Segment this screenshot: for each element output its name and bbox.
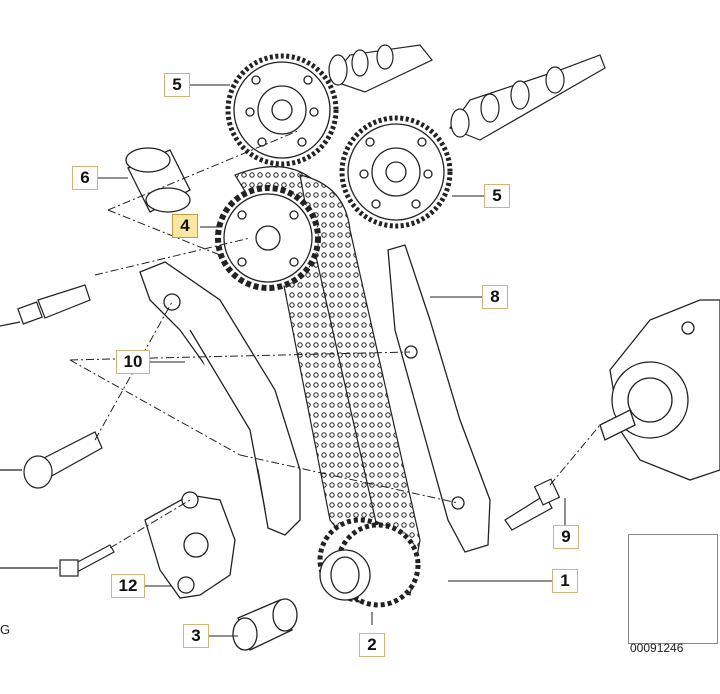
callout-label: 2: [367, 635, 377, 654]
callout-label: 5: [492, 186, 502, 205]
callout-label: 6: [80, 168, 90, 187]
callout-12[interactable]: 12: [111, 574, 145, 598]
camshaft-lower: [449, 54, 606, 141]
crankshaft-sprocket: [317, 517, 421, 608]
guide-rail: [387, 244, 491, 553]
camshaft-sprocket-intake: [225, 53, 339, 167]
bolt-upper-left: [0, 284, 91, 327]
callout-label: 12: [118, 576, 138, 595]
callout-label: 5: [172, 75, 182, 94]
callout-label: 1: [560, 571, 570, 590]
callout-2[interactable]: 2: [359, 633, 385, 657]
callout-9[interactable]: 9: [553, 525, 579, 549]
callout-label: 3: [191, 626, 201, 645]
callout-label: 9: [561, 527, 571, 546]
high-pressure-pump: [599, 299, 720, 481]
image-code: 00091246: [630, 641, 684, 655]
camshaft-upper: [328, 44, 433, 93]
leader-lines: [69, 84, 601, 637]
sleeve-part: [125, 147, 191, 213]
chain-tensioner: [144, 491, 236, 599]
callout-4[interactable]: 4: [172, 214, 198, 238]
callout-label: 4: [180, 216, 190, 235]
callout-3[interactable]: 3: [183, 624, 209, 648]
pump-sprocket: [215, 185, 321, 291]
callout-6[interactable]: 6: [72, 166, 98, 190]
bolt-lower-left: [0, 544, 115, 577]
tensioner-rail: [139, 261, 301, 536]
bolt-mid-left: [0, 431, 103, 489]
camshaft-sprocket-exhaust: [339, 115, 453, 229]
callout-5-upper[interactable]: 5: [164, 73, 190, 97]
spacer-sleeve: [232, 598, 298, 651]
edge-letter: G: [0, 622, 11, 637]
callout-8[interactable]: 8: [482, 285, 508, 309]
vehicle-thumbnail: [628, 534, 718, 644]
callout-label: 8: [490, 287, 500, 306]
callout-1[interactable]: 1: [552, 569, 578, 593]
callout-5-right[interactable]: 5: [484, 184, 510, 208]
callout-label: 10: [123, 352, 143, 371]
callout-10[interactable]: 10: [116, 350, 150, 374]
stud-bolt: [504, 478, 561, 531]
